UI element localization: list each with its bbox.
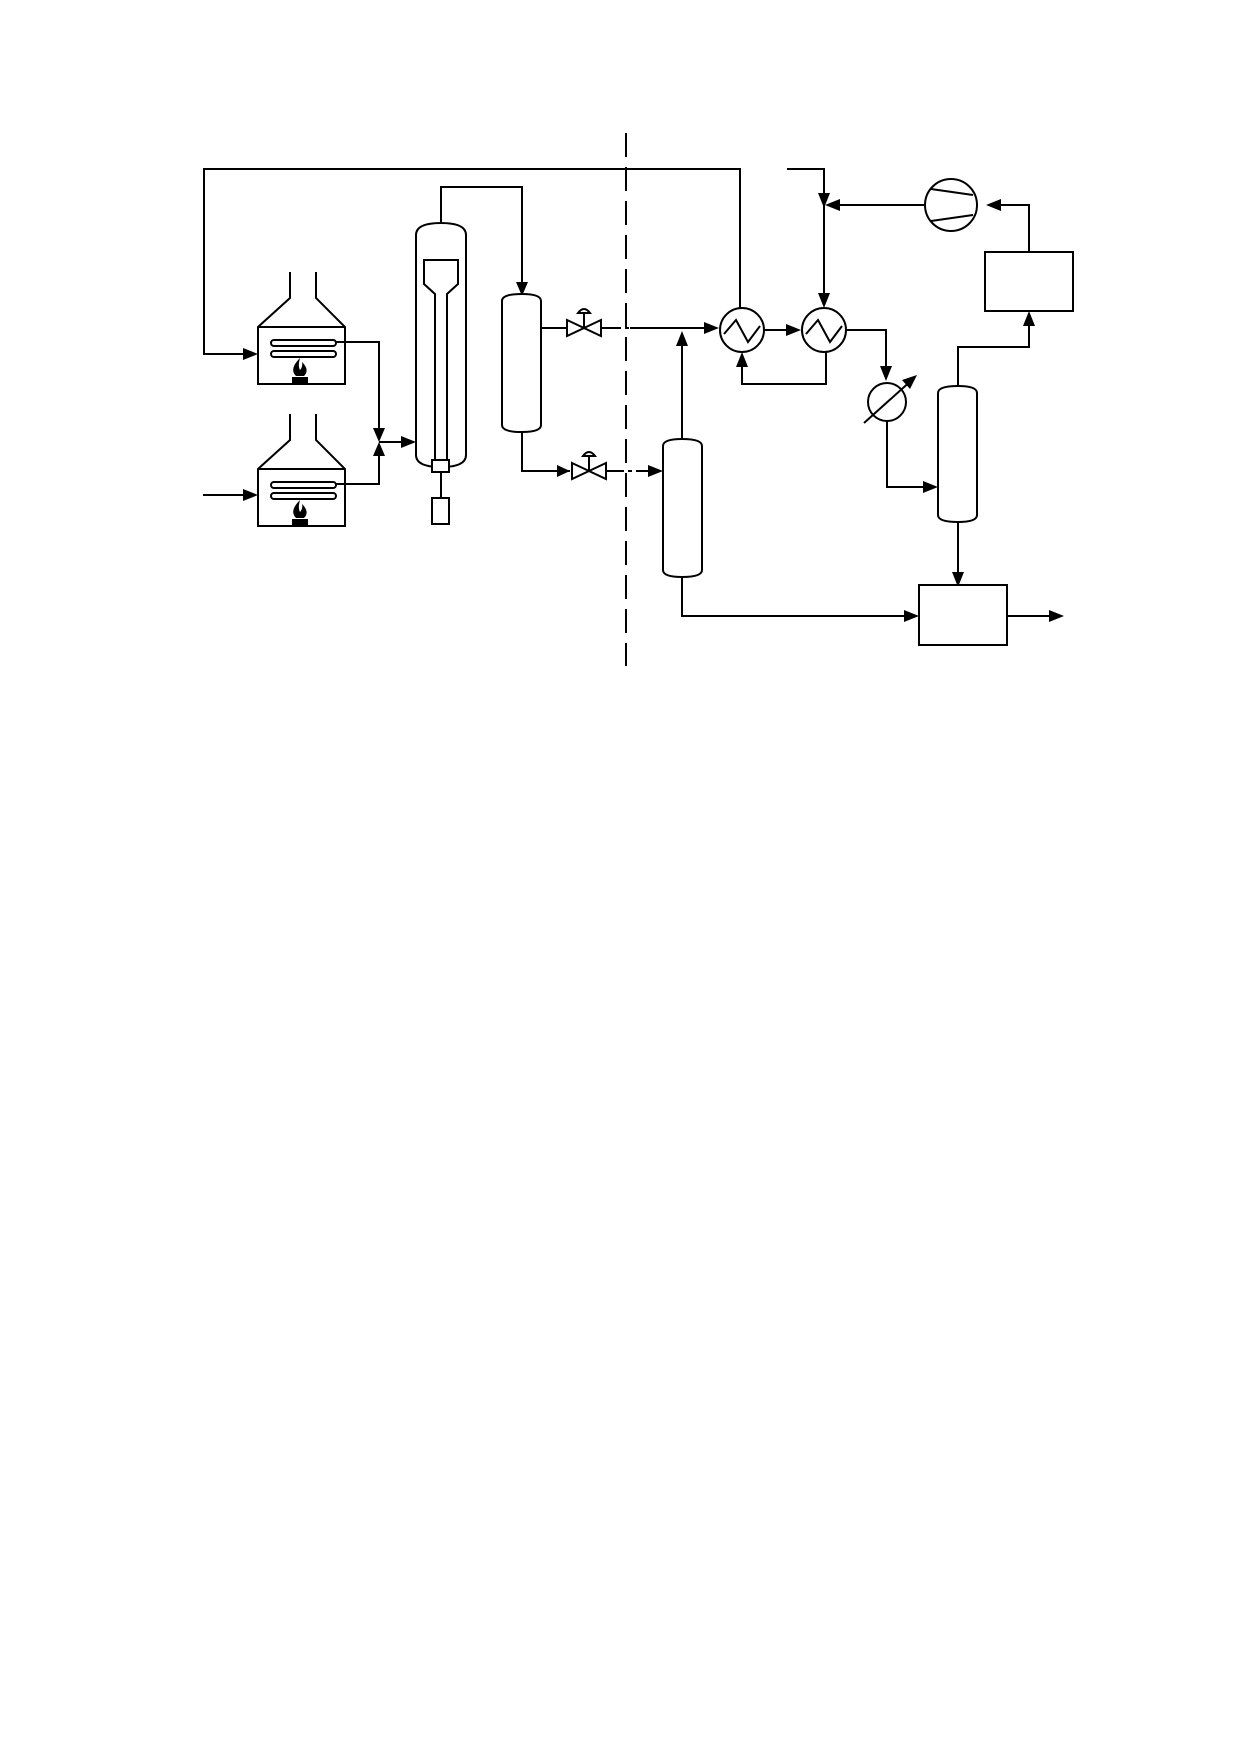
treatment-block-icon — [984, 251, 1074, 312]
heat-exchanger-1-icon — [719, 307, 765, 353]
reactor-column-icon — [415, 221, 467, 525]
separator-vessel-icon — [501, 292, 542, 434]
furnace-lower-icon — [257, 414, 346, 527]
product-block-icon — [918, 584, 1008, 646]
cooler-icon — [863, 375, 917, 424]
stripper-column-icon — [662, 437, 703, 579]
furnace-upper-icon — [257, 272, 346, 385]
arrow-product-out — [1049, 610, 1064, 622]
control-valve-lower-icon — [571, 451, 607, 481]
flash-drum-icon — [937, 384, 978, 524]
control-valve-upper-icon — [566, 308, 602, 338]
compressor-icon — [924, 178, 978, 232]
arrow-feed — [243, 489, 258, 501]
heat-exchanger-2-icon — [801, 307, 847, 353]
